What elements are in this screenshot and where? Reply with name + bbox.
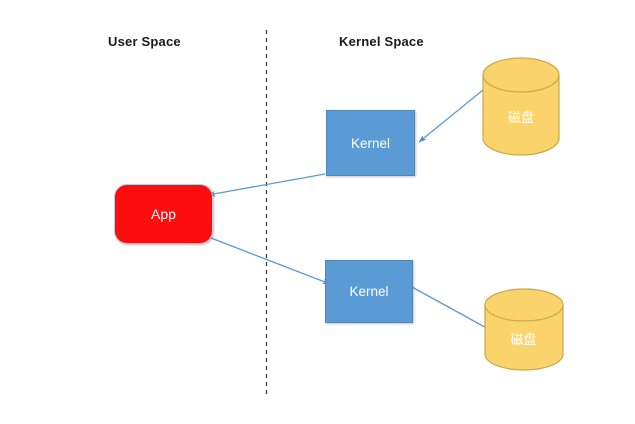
disk-top-shape xyxy=(482,57,560,156)
node-app-label: App xyxy=(151,206,176,222)
arrow-kernel-top-to-app xyxy=(207,173,326,197)
node-disk-bottom-label: 磁盘 xyxy=(510,333,537,348)
node-disk-top-label: 磁盘 xyxy=(507,111,534,126)
node-disk-bottom[interactable]: 磁盘 xyxy=(484,289,563,371)
arrow-app-to-kernel-bottom xyxy=(210,237,331,285)
node-kernel-bottom[interactable]: Kernel xyxy=(325,260,413,323)
node-kernel-top[interactable]: Kernel xyxy=(326,110,415,176)
disk-bottom-shape xyxy=(484,288,564,371)
zone-label-user-space: User Space xyxy=(108,34,181,49)
node-app[interactable]: App xyxy=(114,184,213,244)
node-kernel-top-label: Kernel xyxy=(350,135,391,151)
arrow-disk-top-to-kernel-top xyxy=(418,89,484,143)
arrow-kernel-bottom-to-disk-bottom xyxy=(411,286,493,332)
node-kernel-bottom-label: Kernel xyxy=(349,284,389,299)
node-disk-top[interactable]: 磁盘 xyxy=(483,57,559,156)
zone-label-kernel-space: Kernel Space xyxy=(339,34,424,49)
